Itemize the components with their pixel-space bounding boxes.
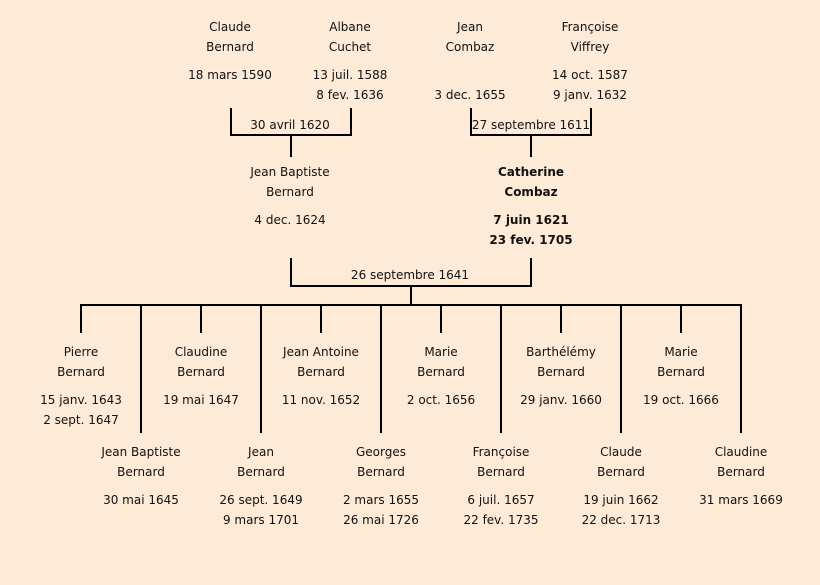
death-date: 3 dec. 1655 — [434, 88, 506, 102]
person-last-name: Bernard — [177, 365, 225, 379]
death-date: 22 fev. 1735 — [463, 513, 539, 527]
birth-date: 6 juil. 1657 — [467, 493, 535, 507]
death-date: 23 fev. 1705 — [489, 233, 573, 247]
person-first-name: Françoise — [472, 445, 530, 459]
person-last-name: Bernard — [266, 185, 314, 199]
connector-line — [500, 304, 502, 433]
person-last-name: Bernard — [477, 465, 525, 479]
person-first-name: Claudine — [174, 345, 228, 359]
person-last-name: Bernard — [297, 365, 345, 379]
birth-date: 19 mai 1647 — [163, 393, 239, 407]
connector-line — [560, 304, 562, 333]
death-date: 22 dec. 1713 — [581, 513, 661, 527]
connector-line — [470, 108, 472, 136]
person-first-name: Barthélémy — [526, 345, 596, 359]
death-date: 8 fev. 1636 — [316, 88, 384, 102]
person-last-name: Bernard — [537, 365, 585, 379]
person-last-name: Bernard — [717, 465, 765, 479]
birth-date: 19 oct. 1666 — [643, 393, 719, 407]
person-first-name: Marie — [664, 345, 698, 359]
birth-date: 2 mars 1655 — [342, 493, 420, 507]
person-first-name: Georges — [356, 445, 406, 459]
person-last-name: Viffrey — [570, 40, 610, 54]
person-last-name: Cuchet — [328, 40, 372, 54]
person-last-name: Bernard — [237, 465, 285, 479]
person-last-name: Bernard — [57, 365, 105, 379]
connector-line — [680, 304, 682, 333]
death-date: 2 sept. 1647 — [43, 413, 119, 427]
death-date: 9 janv. 1632 — [552, 88, 628, 102]
person-first-name: Jean — [248, 445, 274, 459]
person-first-name: Claude — [600, 445, 642, 459]
birth-date: 18 mars 1590 — [188, 68, 272, 82]
birth-date: 11 nov. 1652 — [281, 393, 361, 407]
person-first-name: Françoise — [561, 20, 619, 34]
person-first-name: Jean Baptiste — [101, 445, 181, 459]
marriage-date: 30 avril 1620 — [250, 118, 330, 132]
person-first-name: Jean Baptiste — [250, 165, 330, 179]
connector-line — [620, 304, 622, 433]
person-last-name: Bernard — [657, 365, 705, 379]
person-first-name: Marie — [424, 345, 458, 359]
birth-date: 29 janv. 1660 — [520, 393, 602, 407]
connector-line — [230, 108, 232, 136]
birth-date: 7 juin 1621 — [493, 213, 569, 227]
birth-date: 14 oct. 1587 — [552, 68, 628, 82]
birth-date: 31 mars 1669 — [699, 493, 783, 507]
birth-date: 2 oct. 1656 — [406, 393, 476, 407]
birth-date: 13 juil. 1588 — [312, 68, 388, 82]
connector-line — [290, 134, 292, 157]
connector-line — [530, 134, 532, 157]
person-first-name: Jean Antoine — [283, 345, 359, 359]
connector-line — [80, 304, 82, 333]
person-last-name: Combaz — [504, 185, 558, 199]
birth-date: 4 dec. 1624 — [254, 213, 326, 227]
connector-line — [530, 258, 532, 287]
connector-line — [380, 304, 382, 433]
connector-line — [200, 304, 202, 333]
connector-line — [440, 304, 442, 333]
children-bus-line — [80, 304, 742, 306]
birth-date: 30 mai 1645 — [103, 493, 179, 507]
person-first-name: Jean — [457, 20, 483, 34]
connector-line — [740, 304, 742, 433]
birth-date: 15 janv. 1643 — [40, 393, 122, 407]
person-first-name: Claudine — [714, 445, 768, 459]
person-last-name: Bernard — [117, 465, 165, 479]
connector-line — [410, 285, 412, 305]
birth-date: 19 juin 1662 — [583, 493, 659, 507]
connector-line — [320, 304, 322, 333]
connector-line — [290, 258, 292, 287]
person-last-name: Bernard — [417, 365, 465, 379]
death-date: 26 mai 1726 — [343, 513, 419, 527]
person-last-name: Combaz — [445, 40, 495, 54]
connector-line — [140, 304, 142, 433]
marriage-date: 27 septembre 1611 — [471, 118, 591, 132]
marriage-date: 26 septembre 1641 — [350, 268, 470, 282]
person-first-name: Pierre — [63, 345, 99, 359]
connector-line — [590, 108, 592, 136]
person-first-name: Claude — [209, 20, 251, 34]
connector-line — [350, 108, 352, 136]
person-last-name: Bernard — [206, 40, 254, 54]
person-first-name: Albane — [329, 20, 371, 34]
person-first-name: Catherine — [497, 165, 565, 179]
death-date: 9 mars 1701 — [222, 513, 300, 527]
person-last-name: Bernard — [597, 465, 645, 479]
person-last-name: Bernard — [357, 465, 405, 479]
birth-date: 26 sept. 1649 — [219, 493, 303, 507]
connector-line — [260, 304, 262, 433]
